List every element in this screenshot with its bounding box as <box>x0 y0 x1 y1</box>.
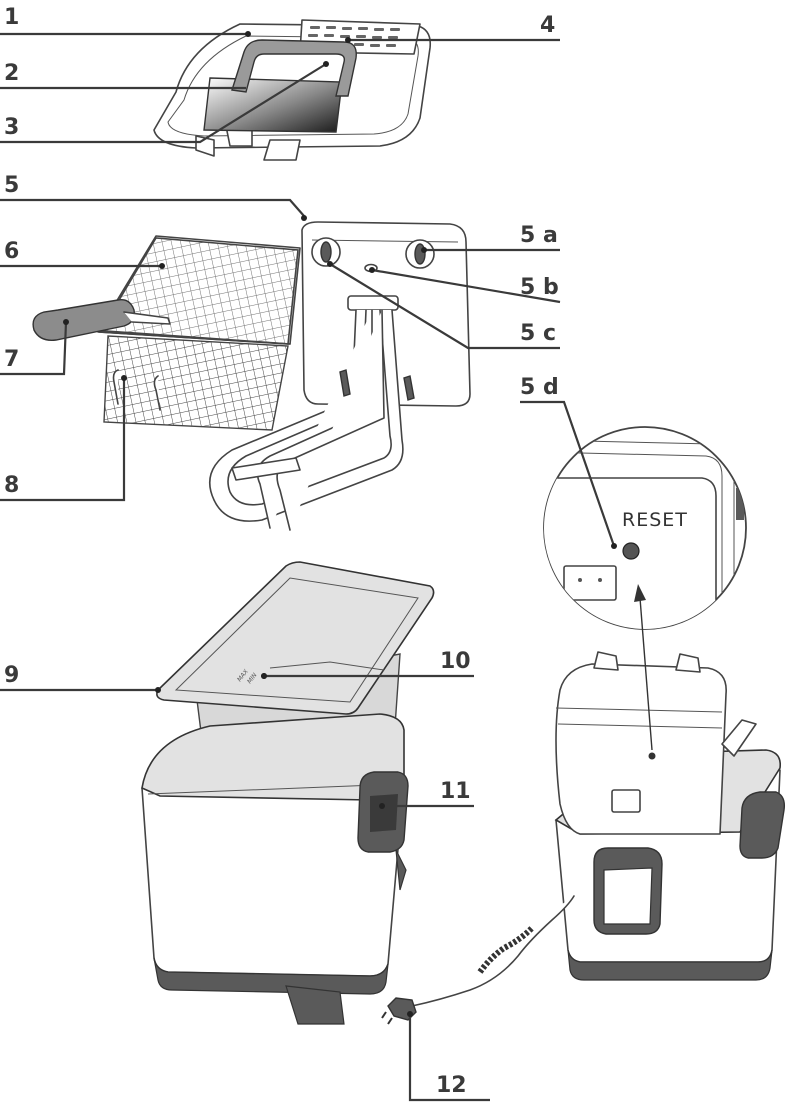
callout-6: 6 <box>4 239 19 264</box>
callout-5c: 5 c <box>520 321 556 346</box>
callout-12: 12 <box>436 1073 467 1098</box>
callout-11: 11 <box>440 779 471 804</box>
timer-knob <box>406 240 434 268</box>
callout-5a: 5 a <box>520 223 558 248</box>
callout-8: 8 <box>4 473 19 498</box>
callout-5d: 5 d <box>520 375 559 400</box>
callout-1: 1 <box>4 5 19 30</box>
lid-window <box>204 78 342 132</box>
reset-button <box>623 543 639 559</box>
callout-7: 7 <box>4 347 19 372</box>
fryer-body <box>142 714 406 1024</box>
callout-3: 3 <box>4 115 19 140</box>
callout-10: 10 <box>440 649 471 674</box>
thermostat-knob <box>312 238 340 266</box>
callout-2: 2 <box>4 61 19 86</box>
assembled-fryer <box>556 652 784 980</box>
reset-detail-zoom: RESET <box>540 427 746 640</box>
reset-label: RESET <box>622 509 688 531</box>
side-carry-handle <box>358 772 408 852</box>
callout-5b: 5 b <box>520 275 559 300</box>
power-cord <box>382 896 574 1024</box>
callout-9: 9 <box>4 663 19 688</box>
callout-5: 5 <box>4 173 19 198</box>
callout-4: 4 <box>540 13 555 38</box>
leader-5 <box>0 200 304 216</box>
